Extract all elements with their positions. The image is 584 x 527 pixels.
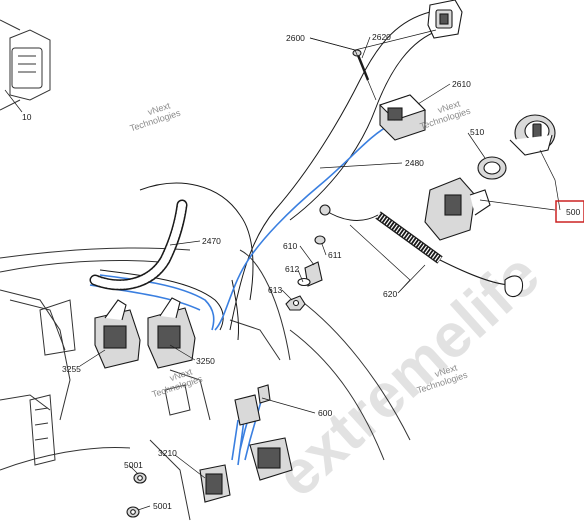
connector-600 [234,384,293,481]
vehicle-frame [0,19,411,521]
callout-5001-lower[interactable]: 5001 [153,501,172,511]
callout-500[interactable]: 500 [566,207,580,217]
switch-3255 [94,299,141,369]
callout-3210[interactable]: 3210 [158,448,177,458]
callout-611[interactable]: 611 [328,250,342,260]
hardware-610-613 [285,235,326,311]
nut-5001 [126,472,147,518]
connector-3210 [199,464,231,503]
callout-613[interactable]: 613 [268,285,282,295]
callout-2480[interactable]: 2480 [405,158,424,168]
ring-510 [477,156,507,180]
callout-2470[interactable]: 2470 [202,236,221,246]
callout-2600[interactable]: 2600 [286,33,305,43]
callout-3250[interactable]: 3250 [196,356,215,366]
callout-highlight-500 [555,200,584,223]
callout-2610[interactable]: 2610 [452,79,471,89]
callout-5001-upper[interactable]: 5001 [124,460,143,470]
callout-labels: 10 2600 2620 2610 2480 510 500 2470 610 … [22,32,580,511]
tether-620 [319,204,524,298]
bolt-2620 [352,49,370,81]
callout-610[interactable]: 610 [283,241,297,251]
callout-612[interactable]: 612 [285,264,299,274]
ignition-switch-500 [424,114,556,241]
callout-600[interactable]: 600 [318,408,332,418]
callout-3255[interactable]: 3255 [62,364,81,374]
module-2610 [378,94,427,141]
connector-top [427,0,463,39]
conduit-2470 [89,199,188,291]
leader-lines [4,29,561,511]
callout-510[interactable]: 510 [470,127,484,137]
switch-3250 [147,297,196,369]
callout-2620[interactable]: 2620 [372,32,391,42]
callout-620[interactable]: 620 [383,289,397,299]
callout-10[interactable]: 10 [22,112,32,122]
